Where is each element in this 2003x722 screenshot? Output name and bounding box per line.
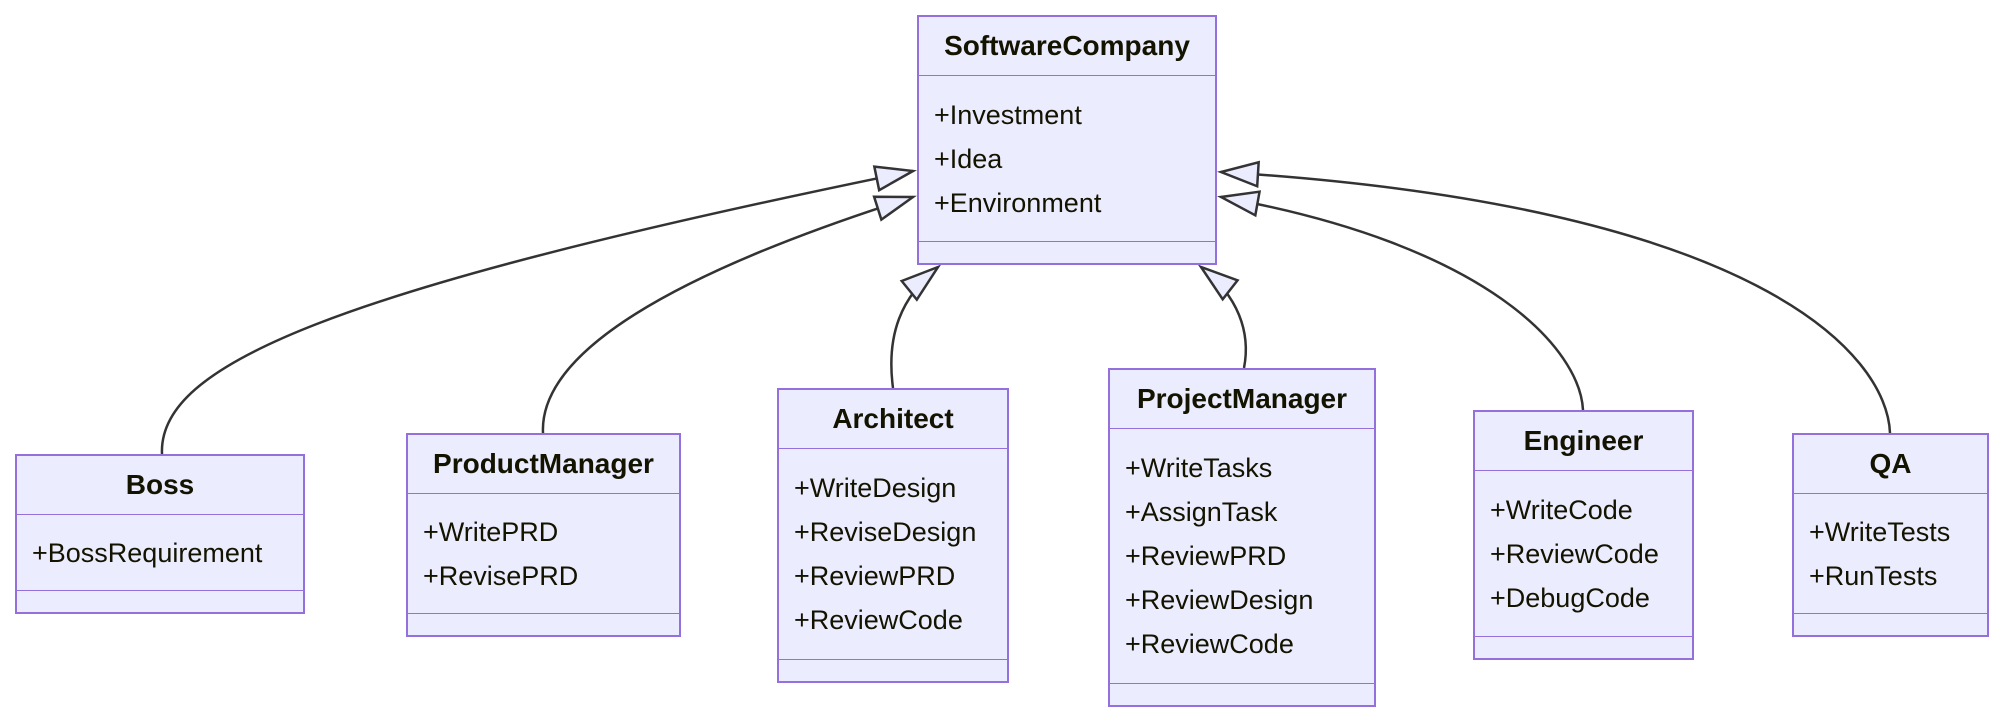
attributes-compartment: +WriteDesign +ReviseDesign +ReviewPRD +R… xyxy=(779,449,1007,660)
class-box-projectmanager: ProjectManager +WriteTasks +AssignTask +… xyxy=(1108,368,1376,707)
class-attribute: +WriteDesign xyxy=(794,473,957,503)
class-box-productmanager: ProductManager +WritePRD +RevisePRD xyxy=(406,433,681,637)
attributes-compartment: +WriteCode +ReviewCode +DebugCode xyxy=(1475,471,1692,637)
class-attribute: +ReviewPRD xyxy=(1125,541,1287,571)
class-title: Engineer xyxy=(1475,412,1692,471)
class-attribute: +ReviewCode xyxy=(1125,629,1294,659)
edge-architect-to-softwarecompany xyxy=(890,264,942,389)
class-attribute: +RevisePRD xyxy=(423,560,579,591)
class-attribute: +Idea xyxy=(934,143,1003,174)
class-attribute: +WriteTasks xyxy=(1125,453,1273,483)
class-box-engineer: Engineer +WriteCode +ReviewCode +DebugCo… xyxy=(1473,410,1694,660)
edge-qa-to-softwarecompany xyxy=(1216,160,1892,434)
class-attribute: +RunTests xyxy=(1809,560,1938,591)
class-attribute: +ReviewDesign xyxy=(1125,585,1314,615)
class-box-qa: QA +WriteTests +RunTests xyxy=(1792,433,1989,637)
class-attribute: +AssignTask xyxy=(1125,497,1278,527)
class-title: Boss xyxy=(17,456,303,515)
class-attribute: +ReviseDesign xyxy=(794,517,977,547)
class-title: QA xyxy=(1794,435,1987,494)
methods-compartment xyxy=(1475,637,1692,658)
class-attribute: +DebugCode xyxy=(1490,582,1650,613)
edge-engineer-to-softwarecompany xyxy=(1217,190,1585,411)
class-attribute: +ReviewCode xyxy=(794,605,963,635)
class-attribute: +WritePRD xyxy=(423,516,559,547)
edge-boss-to-softwarecompany xyxy=(160,165,917,455)
class-attribute: +ReviewCode xyxy=(1490,538,1659,569)
class-attribute: +WriteCode xyxy=(1490,494,1633,525)
class-attribute: +Environment xyxy=(934,187,1102,218)
attributes-compartment: +WriteTests +RunTests xyxy=(1794,494,1987,614)
attributes-compartment: +WritePRD +RevisePRD xyxy=(408,494,679,614)
class-box-softwarecompany: SoftwareCompany +Investment +Idea +Envir… xyxy=(917,15,1217,265)
methods-compartment xyxy=(779,660,1007,681)
class-box-boss: Boss +BossRequirement xyxy=(15,454,305,614)
methods-compartment xyxy=(919,242,1215,263)
class-title: SoftwareCompany xyxy=(919,17,1215,76)
class-attribute: +Investment xyxy=(934,99,1082,130)
methods-compartment xyxy=(1110,684,1374,705)
attributes-compartment: +BossRequirement xyxy=(17,515,303,591)
class-title: Architect xyxy=(779,390,1007,449)
class-attribute: +ReviewPRD xyxy=(794,561,956,591)
attributes-compartment: +WriteTasks +AssignTask +ReviewPRD +Revi… xyxy=(1110,429,1374,684)
class-attribute: +WriteTests xyxy=(1809,516,1951,547)
attributes-compartment: +Investment +Idea +Environment xyxy=(919,76,1215,242)
methods-compartment xyxy=(408,614,679,635)
edge-productmanager-to-softwarecompany xyxy=(541,195,917,434)
class-box-architect: Architect +WriteDesign +ReviseDesign +Re… xyxy=(777,388,1009,683)
methods-compartment xyxy=(1794,614,1987,635)
edge-projectmanager-to-softwarecompany xyxy=(1197,264,1248,369)
methods-compartment xyxy=(17,591,303,612)
class-title: ProductManager xyxy=(408,435,679,494)
class-attribute: +BossRequirement xyxy=(32,537,263,568)
class-title: ProjectManager xyxy=(1110,370,1374,429)
